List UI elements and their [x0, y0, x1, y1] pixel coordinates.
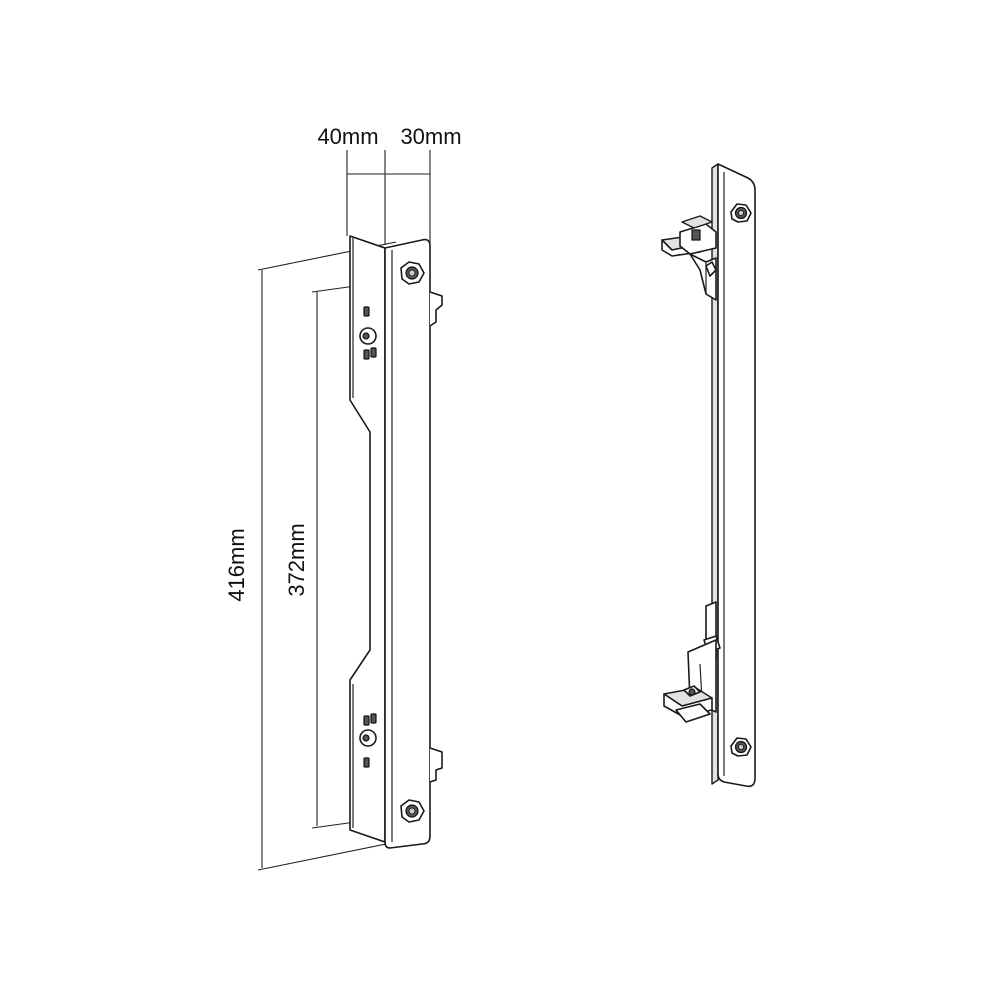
right-bracket-view [661, 163, 756, 788]
height-inner-label: 372mm [284, 523, 309, 596]
nut-top [400, 261, 425, 285]
height-outer-label: 416mm [224, 528, 249, 601]
rail-nut-bottom [730, 737, 752, 757]
clamp-bottom [663, 601, 721, 723]
keyhole-center [362, 734, 370, 742]
bracket-side-flange [349, 235, 386, 843]
width-right-label: 30mm [400, 124, 461, 149]
clamp-top [661, 215, 717, 301]
slot-hole [363, 349, 370, 360]
height-outer-extension-bottom [257, 841, 397, 871]
slot-hole [363, 715, 370, 726]
slot-hole [370, 713, 377, 724]
slot-hole [363, 757, 370, 768]
rail-nut-top [730, 203, 752, 223]
rail-front-plate [717, 163, 756, 788]
keyhole-center [362, 332, 370, 340]
side-clip-bottom [429, 747, 443, 783]
left-bracket-view: 40mm 30mm 416mm 372mm [224, 124, 462, 871]
slot-hole [363, 306, 370, 317]
bracket-front-plate [384, 238, 431, 849]
nut-bottom [400, 799, 425, 823]
side-clip-top [429, 291, 443, 327]
slot-hole [370, 347, 377, 358]
width-left-label: 40mm [317, 124, 378, 149]
